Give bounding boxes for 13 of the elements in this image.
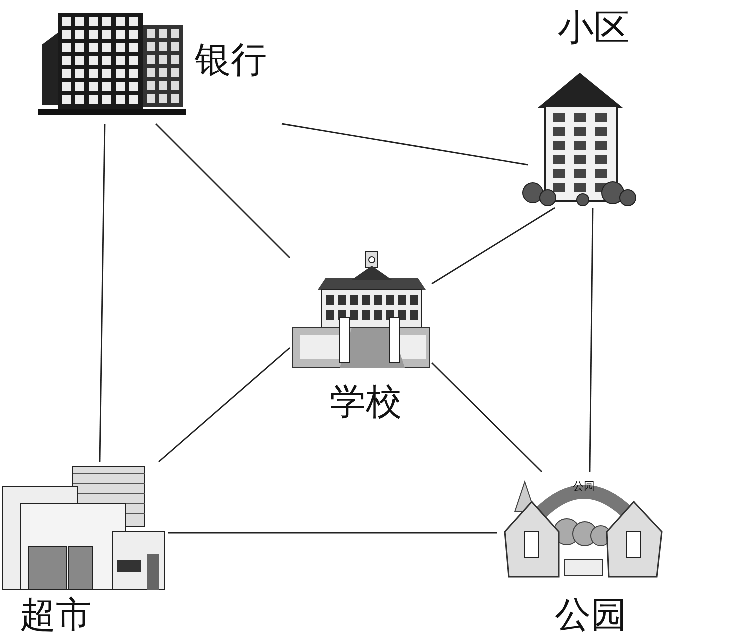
connector-line: [282, 123, 528, 166]
connector-line: [589, 208, 594, 472]
connector-line: [156, 124, 290, 258]
connector-line: [99, 124, 106, 462]
place-label: 学校: [330, 382, 402, 424]
place-label: 银行: [195, 40, 267, 82]
place-label: 超市: [20, 595, 92, 637]
connector-line: [168, 532, 497, 534]
connector-line: [432, 207, 556, 285]
connector-line: [432, 362, 542, 472]
place-label: 公园: [555, 595, 627, 637]
connector-line: [158, 347, 290, 463]
place-label: 小区: [558, 8, 630, 50]
